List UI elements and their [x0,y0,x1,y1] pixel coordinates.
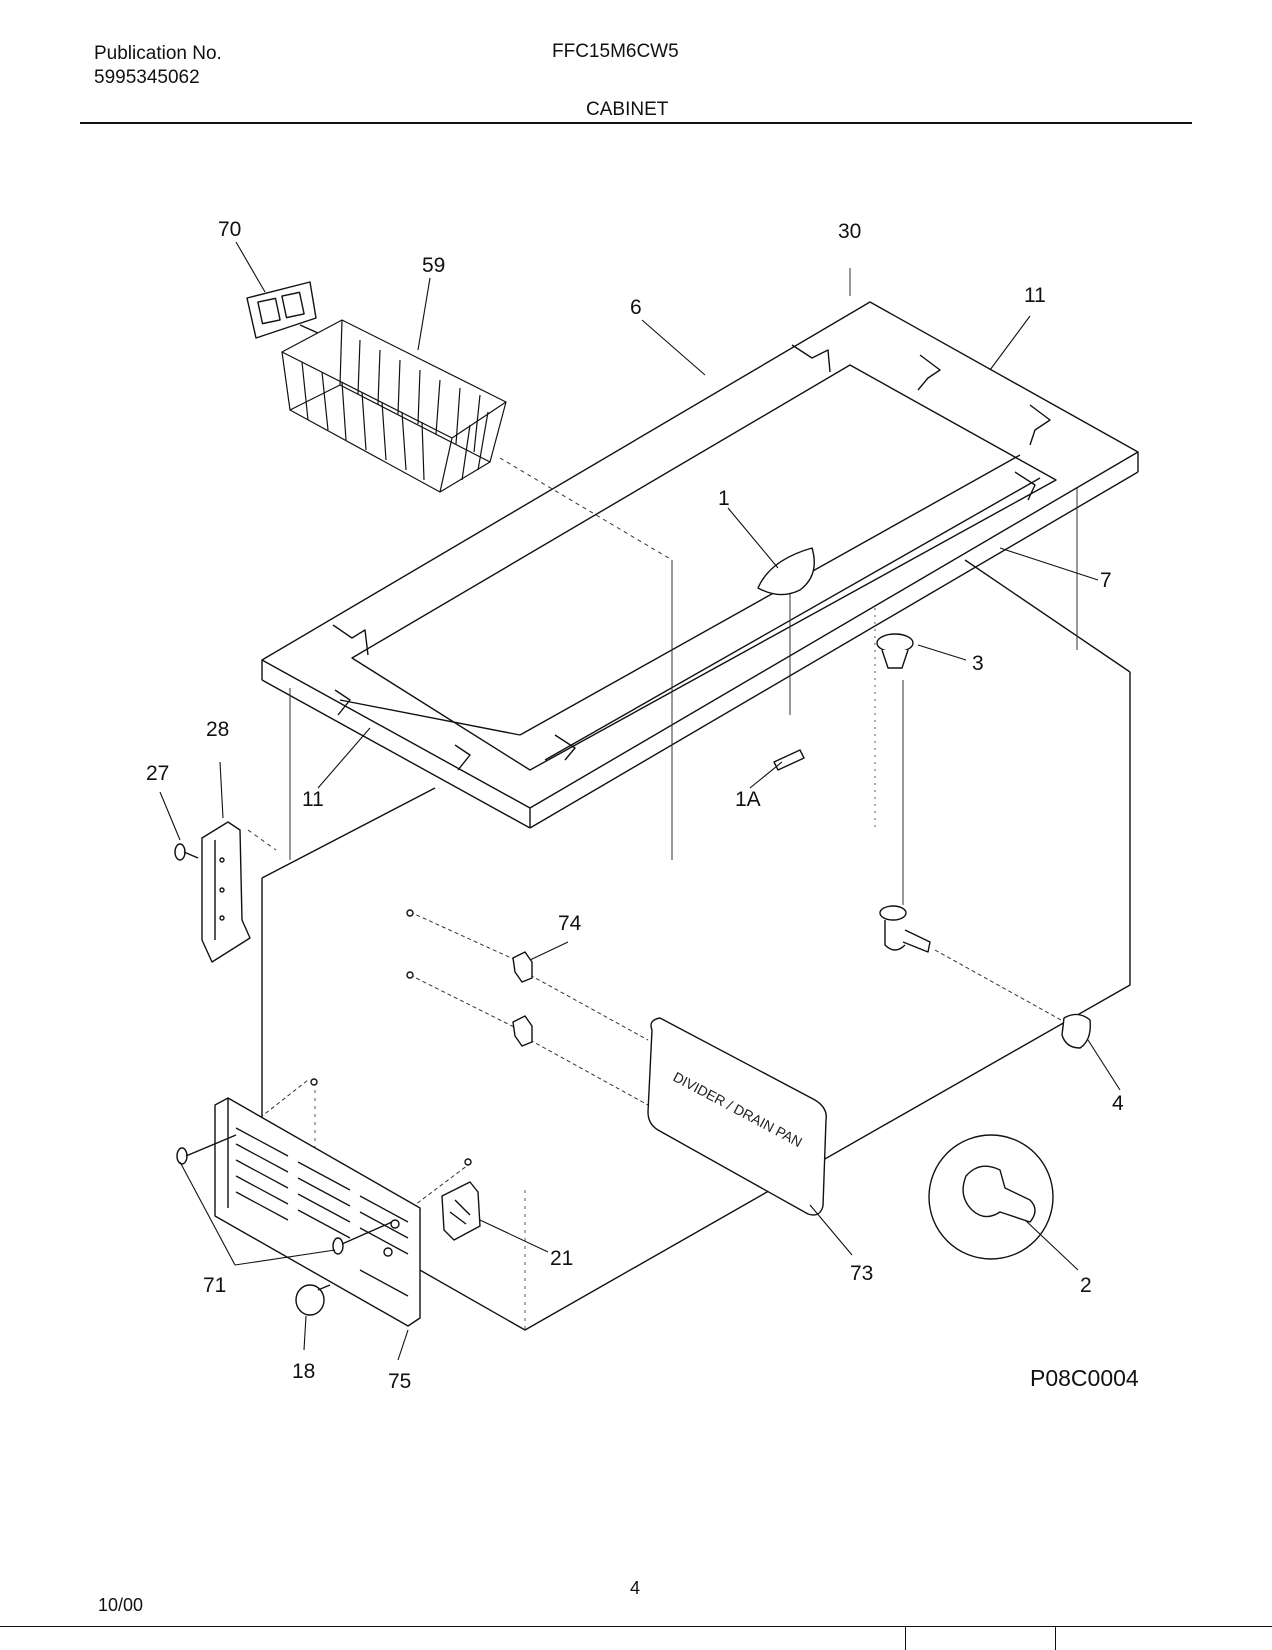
revision-date: 10/00 [98,1595,144,1615]
callout-1A: 1A [735,788,761,811]
callout-11-left: 11 [302,788,324,811]
drawing-code: P08C0004 [1030,1365,1139,1391]
callout-11-top: 11 [1024,284,1046,307]
publication-number: 5995345062 [94,67,200,88]
page-number: 4 [630,1578,641,1598]
thermostat-part-21 [441,1181,481,1241]
wire-basket-part-59 [281,319,507,493]
grille-part-75 [214,1097,421,1327]
callout-2: 2 [1080,1274,1092,1297]
hinge-screw-part-27 [174,843,199,861]
callout-1: 1 [718,487,730,510]
callout-70: 70 [218,218,241,241]
callout-7: 7 [1100,569,1112,592]
callout-59: 59 [422,254,445,277]
header-divider [80,122,1192,124]
callout-75: 75 [388,1370,411,1393]
callout-71: 71 [203,1274,226,1297]
divider-brackets-part-74 [406,909,533,1047]
section-title: CABINET [586,99,669,120]
leader-lines [159,241,1121,1361]
clip-part-1A [773,749,805,771]
drain-cap-part-4 [1061,1013,1091,1049]
drain-fitting [879,905,931,953]
callout-18: 18 [292,1360,315,1383]
hinge-part-28 [201,821,251,963]
knob-part-18 [295,1284,331,1316]
detail-circle-part-2 [928,1134,1054,1260]
footer-tick [905,1626,906,1650]
callout-labels: 70 59 6 30 11 1 7 3 28 27 11 1A 74 4 71 … [146,218,1124,1393]
callout-30: 30 [838,220,861,243]
callout-6: 6 [630,296,642,319]
publication-label: Publication No. [94,43,222,64]
footer-tick [1055,1626,1056,1650]
grille-screws-part-71 [176,1078,472,1255]
callout-74: 74 [558,912,582,935]
callout-21: 21 [550,1247,573,1270]
callout-28: 28 [206,718,229,741]
footer-divider [0,1626,1272,1627]
drain-plug-part-3 [876,633,914,669]
breaker-strips [261,301,1139,829]
callout-73: 73 [850,1262,873,1285]
model-number: FFC15M6CW5 [552,41,679,62]
basket-clip-part-70 [246,281,319,339]
divider-drain-pan-part-73 [647,1017,827,1216]
callout-3: 3 [972,652,984,675]
callout-4: 4 [1112,1092,1124,1115]
callout-27: 27 [146,762,169,785]
